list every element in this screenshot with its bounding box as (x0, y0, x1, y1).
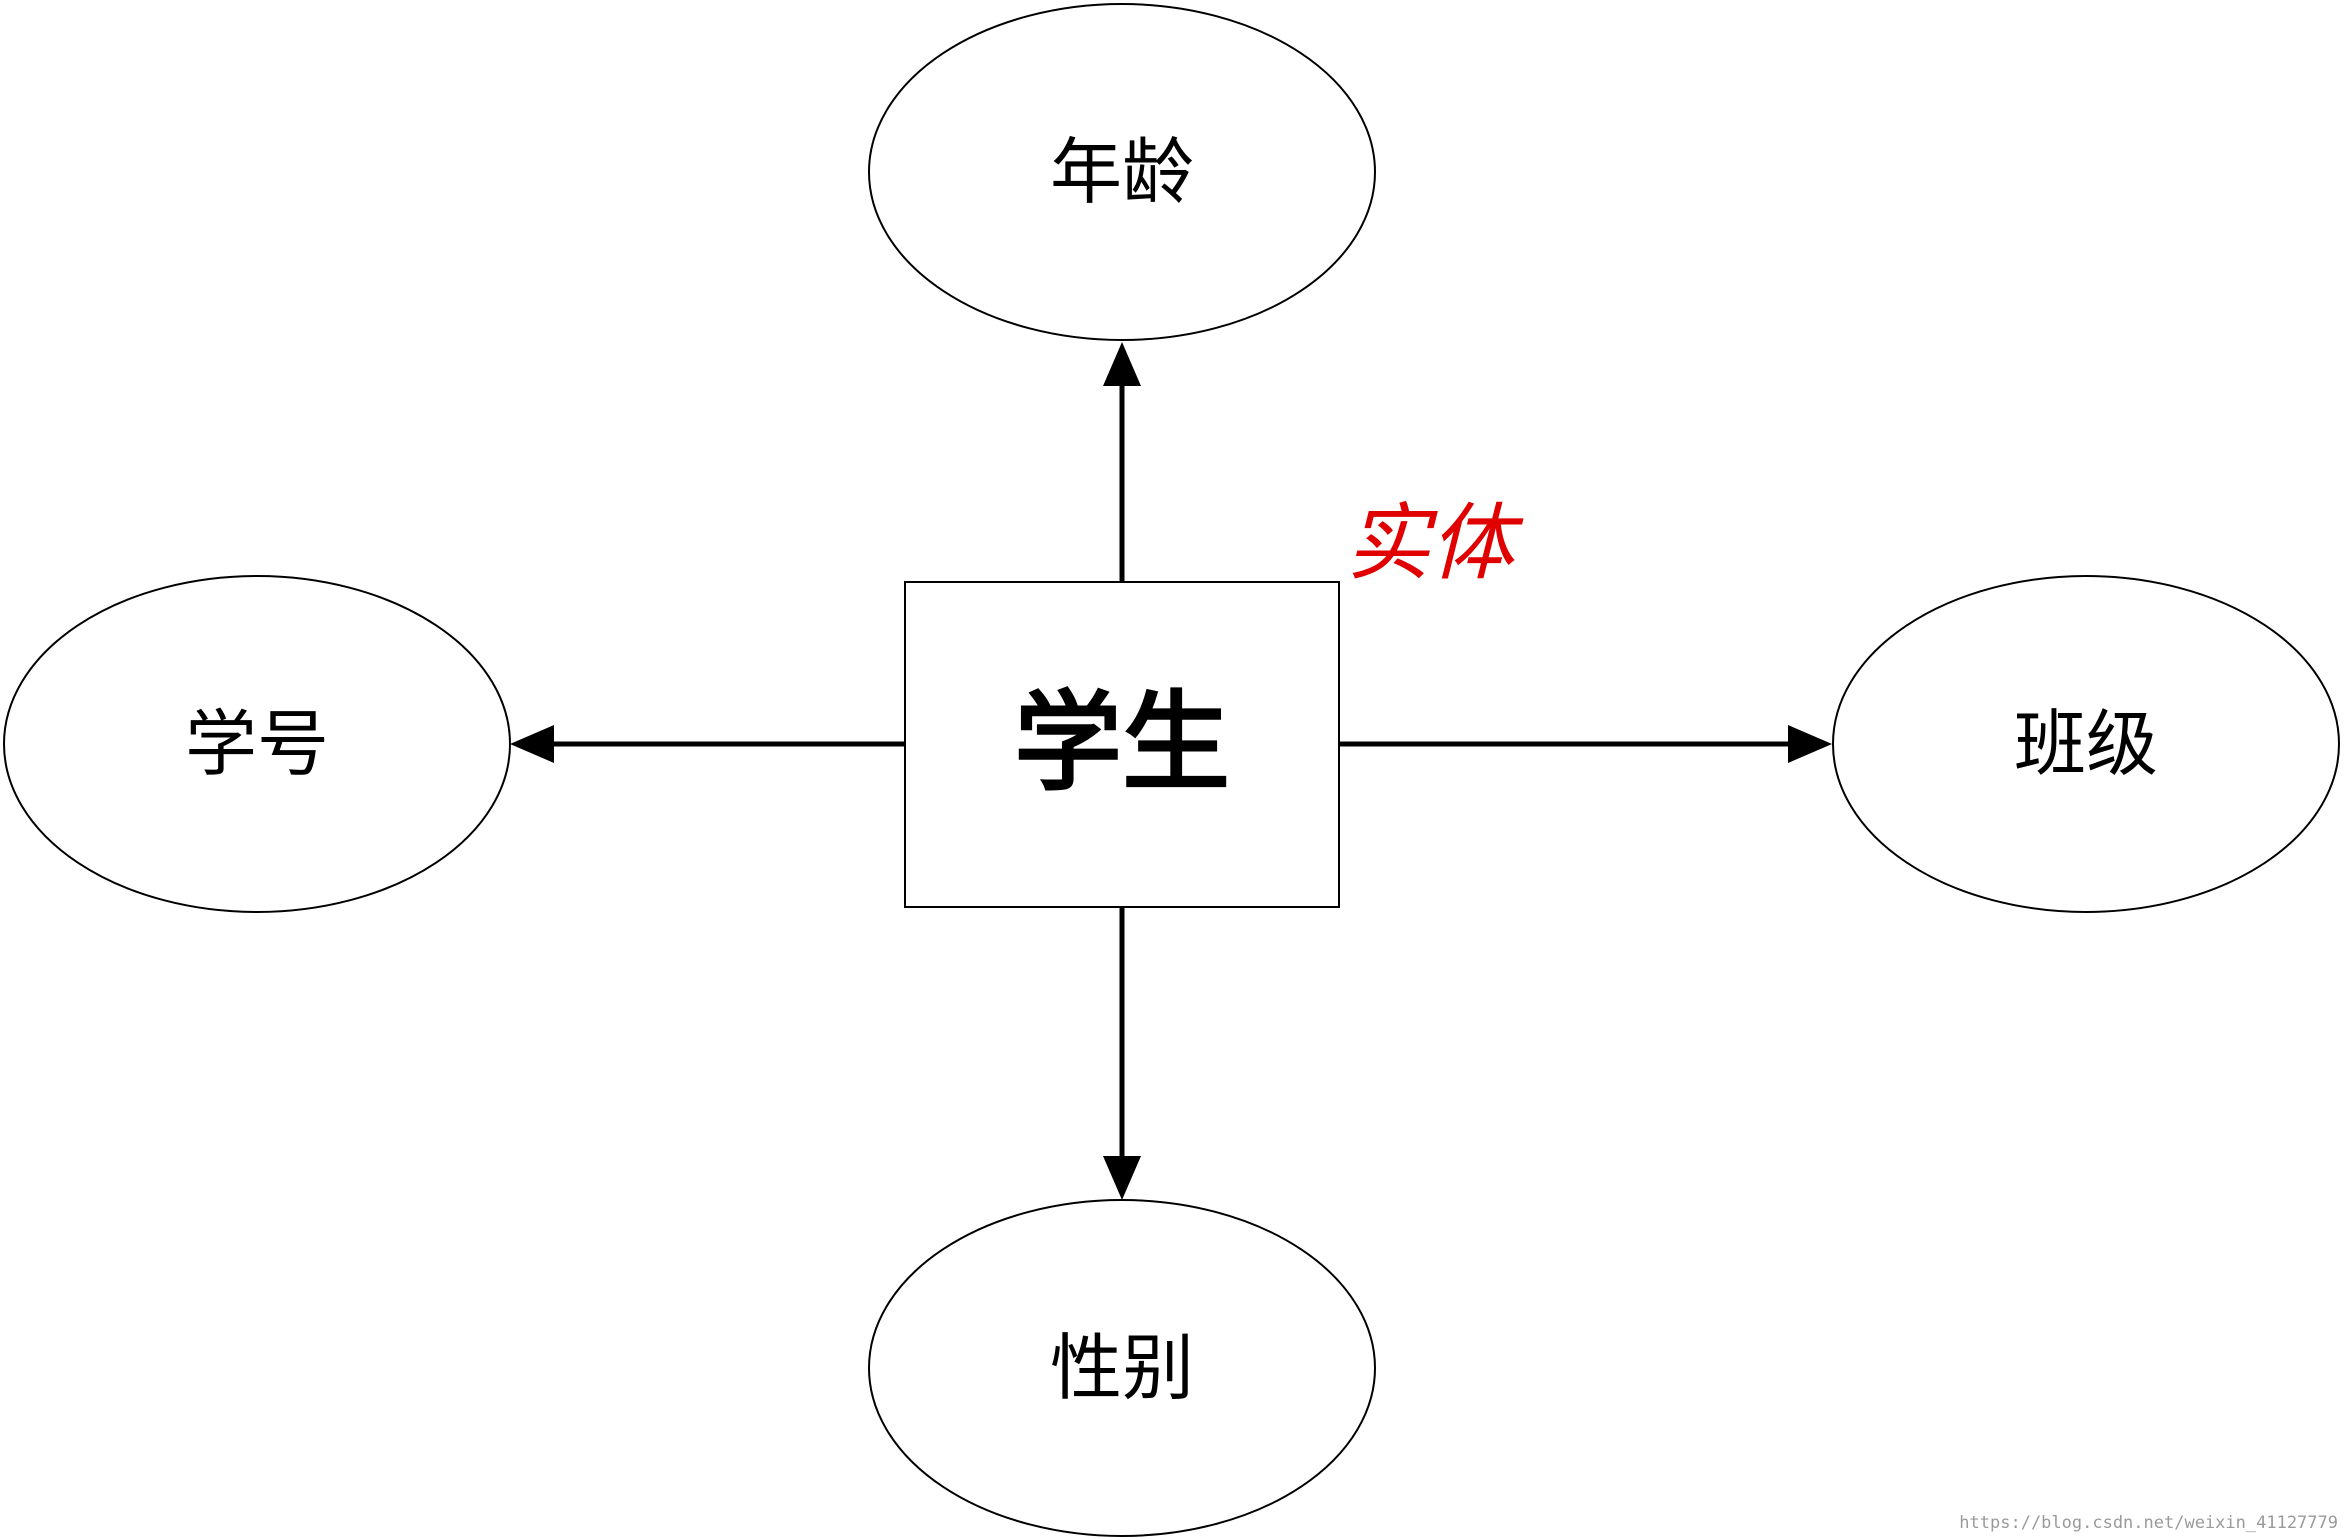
attribute-gender: 性别 (868, 1199, 1376, 1537)
attribute-student-id-label: 学号 (185, 702, 329, 786)
watermark-url: https://blog.csdn.net/weixin_41127779 (1959, 1513, 2338, 1533)
entity-annotation-label: 实体 (1346, 494, 1524, 592)
entity-student: 学生 (904, 581, 1340, 908)
attribute-student-id-ellipse (3, 575, 511, 913)
arrowhead-class (1788, 725, 1832, 763)
attribute-age: 年龄 (868, 3, 1376, 341)
entity-student-box (904, 581, 1340, 908)
attribute-class: 班级 (1832, 575, 2340, 913)
attribute-student-id: 学号 (3, 575, 511, 913)
arrowhead-student-id (510, 725, 554, 763)
attribute-gender-ellipse (868, 1199, 1376, 1537)
attribute-age-label: 年龄 (1050, 130, 1194, 214)
arrowhead-age (1103, 342, 1141, 386)
entity-student-label: 学生 (1014, 680, 1230, 806)
attribute-class-ellipse (1832, 575, 2340, 913)
arrowhead-gender (1103, 1156, 1141, 1200)
attribute-gender-label: 性别 (1050, 1326, 1194, 1410)
attribute-class-label: 班级 (2014, 702, 2158, 786)
attribute-age-ellipse (868, 3, 1376, 341)
